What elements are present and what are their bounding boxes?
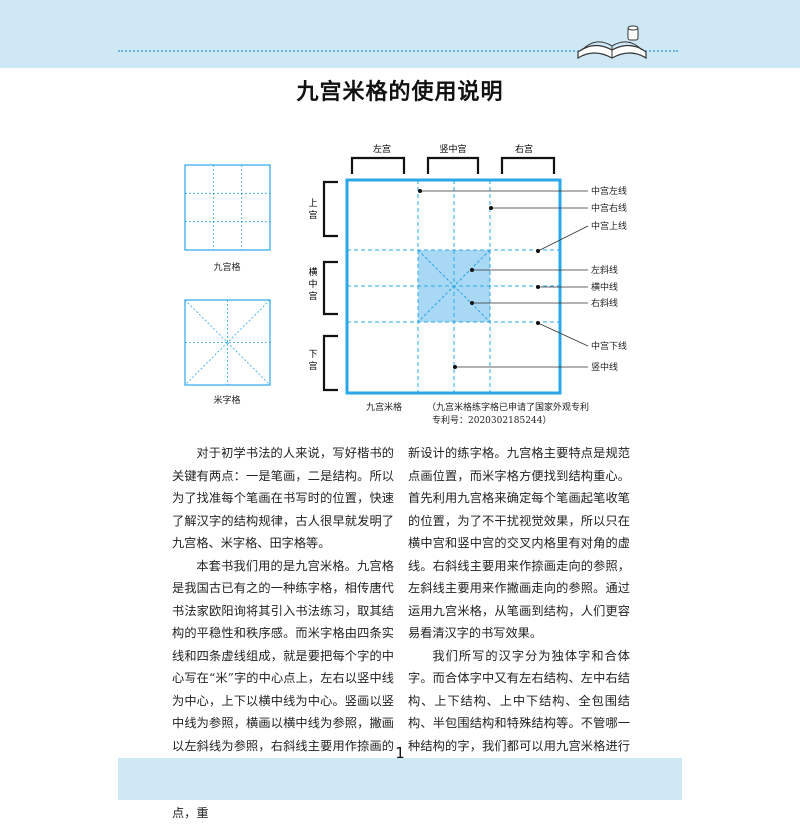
header-band (0, 0, 800, 68)
label-left-palace: 左宫 (373, 143, 391, 155)
mi-grid-caption: 米字格 (213, 394, 240, 406)
footer-band (118, 758, 682, 800)
body-paragraph: 对于初学书法的人来说，写好楷书的关键有两点：一是笔画，二是结构。所以为了找准每个… (172, 446, 394, 550)
body-paragraph: 新设计的练字格。九宫格主要特点是规范点画位置，而米字格方便找到结构重心。首先利用… (408, 446, 630, 640)
callout-center-left-line: 中宫左线 (591, 185, 627, 197)
patent-note-line1: （九宫米格练字格已申请了国家外观专利 (427, 401, 589, 413)
label-horizontal-center-2: 中 (308, 278, 317, 290)
nine-grid-figure (184, 164, 271, 251)
label-upper-palace-2: 宫 (308, 209, 317, 221)
main-nine-mi-grid (345, 178, 562, 395)
label-lower-palace-1: 下 (308, 350, 317, 360)
callout-center-bottom-line: 中宫下线 (591, 340, 627, 352)
callout-left-diagonal: 左斜线 (591, 264, 618, 276)
label-lower-palace-2: 宫 (308, 360, 317, 372)
page-title: 九宫米格的使用说明 (296, 80, 504, 105)
page-number: 1 (395, 744, 405, 762)
callout-center-right-line: 中宫右线 (591, 202, 627, 214)
label-right-palace: 右宫 (515, 143, 533, 155)
main-grid-caption: 九宫米格 (366, 401, 402, 413)
callout-horizontal-center-line: 横中线 (591, 281, 618, 293)
grid-diagram: 九宫格 米字格 左宫 竖中宫 右宫 上 宫 横 中 宫 下 宫 (184, 143, 627, 426)
mi-grid-figure (184, 299, 271, 386)
open-book-icon (577, 25, 647, 60)
body-paragraph: 本套书我们用的是九宫米格。九宫格是我国古已有之的一种练字格，相传唐代书法家欧阳询… (172, 558, 394, 776)
patent-note-line2: 专利号：2020302185244） (432, 414, 551, 426)
body-column-right: 新设计的练字格。九宫格主要特点是规范点画位置，而米字格方便找到结构重心。首先利用… (408, 442, 630, 780)
body-column-left: 对于初学书法的人来说，写好楷书的关键有两点：一是笔画，二是结构。所以为了找准每个… (172, 442, 394, 825)
label-vertical-center-palace: 竖中宫 (439, 143, 466, 155)
label-horizontal-center-1: 横 (308, 266, 317, 278)
nine-grid-caption: 九宫格 (213, 261, 240, 273)
callout-center-top-line: 中宫上线 (591, 220, 627, 232)
callout-vertical-center-line: 竖中线 (591, 361, 618, 373)
callout-right-diagonal: 右斜线 (591, 297, 618, 309)
label-upper-palace-1: 上 (308, 198, 317, 209)
header-dotted-rule (118, 50, 678, 52)
label-horizontal-center-3: 宫 (308, 290, 317, 302)
